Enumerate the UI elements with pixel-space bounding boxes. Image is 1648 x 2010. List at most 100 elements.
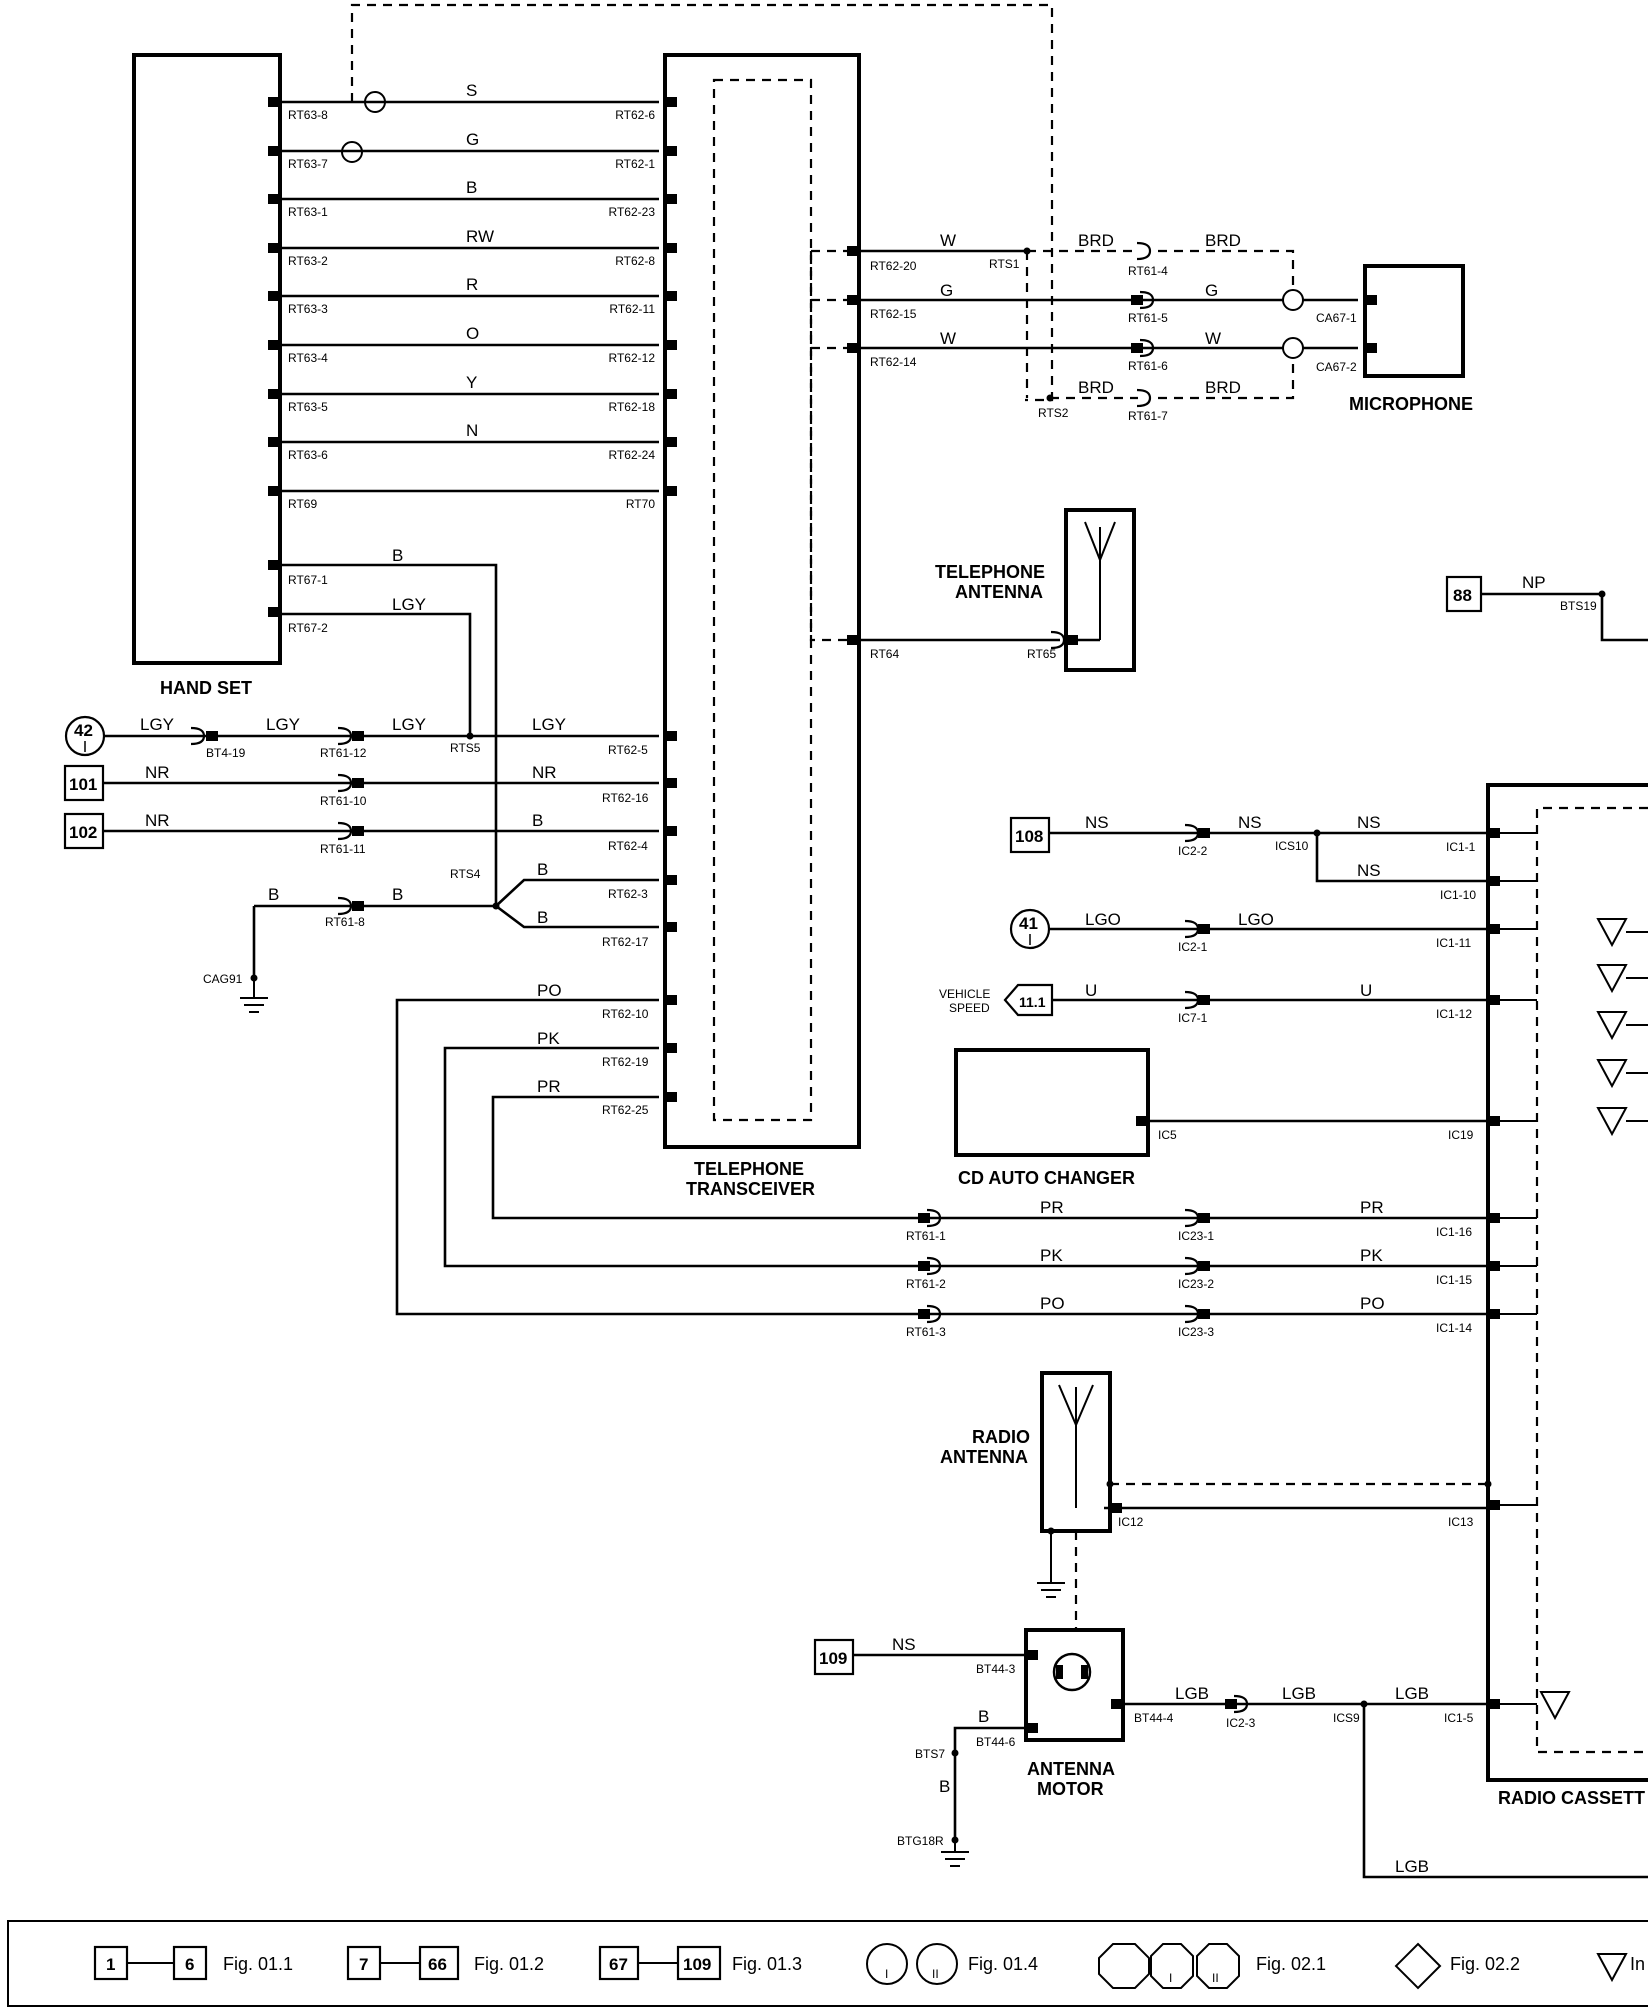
pin-bt44-6: BT44-6 [976, 1735, 1016, 1749]
pin-rt61-3: RT61-3 [906, 1325, 946, 1339]
radio-antenna-icon [1058, 1384, 1094, 1508]
pin-ic1-14: IC1-14 [1436, 1321, 1472, 1335]
transceiver-pin-label: RT62-1 [615, 157, 655, 171]
pin-ic1-10: IC1-10 [1440, 888, 1476, 902]
radio-cassette-inner-dash [1535, 806, 1648, 1754]
connector-pin [665, 486, 677, 496]
transceiver-box [663, 53, 861, 1149]
transceiver-pin-label: RT62-24 [609, 448, 656, 462]
wire-color-label: O [466, 324, 479, 343]
tel-antenna-icon [1084, 521, 1116, 640]
wire-label-lgb-4: LGB [1395, 1857, 1429, 1876]
wire-np [1481, 592, 1648, 642]
ref-41: 41 [1019, 914, 1038, 933]
wire-label-ns-3: NS [1357, 813, 1381, 832]
pin-ics10: ICS10 [1275, 839, 1309, 853]
microphone-label: MICROPHONE [1349, 394, 1473, 414]
legend-d-ii: II [932, 1967, 939, 1981]
pin-rt61-7: RT61-7 [1128, 409, 1168, 423]
connector-pin [268, 291, 280, 301]
wire-label-lgy-d: LGY [532, 715, 566, 734]
radio-internal-triangles [1539, 918, 1648, 1721]
pin-ic23-3: IC23-3 [1178, 1325, 1214, 1339]
radio-cassette-box [1486, 783, 1648, 1782]
transceiver-label-2: TRANSCEIVER [686, 1179, 815, 1199]
pin-ic12: IC12 [1118, 1515, 1144, 1529]
pin-ca67-2: CA67-2 [1316, 360, 1357, 374]
wire-label-pr-1: PR [537, 1077, 561, 1096]
legend-g-text: In [1630, 1954, 1645, 1974]
transceiver-pin-label: RT62-11 [609, 302, 655, 316]
transceiver-pin-label: RT62-6 [615, 108, 655, 122]
wire-label-lgy-b: LGY [266, 715, 300, 734]
pin-rt65: RT65 [1027, 647, 1056, 661]
pin-rt62-25: RT62-25 [602, 1103, 649, 1117]
pin-rt61-4: RT61-4 [1128, 264, 1168, 278]
pin-rts5: RTS5 [450, 741, 481, 755]
dash-brd-top [1027, 249, 1295, 290]
connector-pin [268, 340, 280, 350]
ref-109: 109 [819, 1649, 847, 1668]
ref-42: 42 [74, 721, 93, 740]
pin-rt64: RT64 [870, 647, 899, 661]
pin-ic5: IC5 [1158, 1128, 1177, 1142]
legend-e-i: I [1169, 1971, 1172, 1985]
antenna-motor-label-1: ANTENNA [1027, 1759, 1115, 1779]
ref-102-box[interactable] [63, 812, 105, 850]
wire-label-b-2: B [532, 811, 543, 830]
wire-color-label: S [466, 81, 477, 100]
wire-label-ns-5: NS [892, 1635, 916, 1654]
wire-label-b-3: B [268, 885, 279, 904]
pin-ic23-1: IC23-1 [1178, 1229, 1214, 1243]
legend-d-fig: Fig. 01.4 [968, 1954, 1038, 1974]
wire-label-pk-3: PK [1360, 1246, 1383, 1265]
wire-label-w-2: W [940, 329, 956, 348]
transceiver-pin-label: RT62-23 [609, 205, 656, 219]
ref-108: 108 [1015, 827, 1043, 846]
wire-label-pr-2: PR [1040, 1198, 1064, 1217]
wire-label-ns-2: NS [1238, 813, 1262, 832]
handset-pin-label: RT69 [288, 497, 317, 511]
wire-label-w-3: W [1205, 329, 1221, 348]
wire-label-u-2: U [1360, 981, 1372, 1000]
pin-ic1-15: IC1-15 [1436, 1273, 1472, 1287]
wire-label-lgy-1: LGY [392, 595, 426, 614]
pin-bt44-3: BT44-3 [976, 1662, 1016, 1676]
wire-rt67-2-lgy [280, 612, 472, 736]
connector-pin [268, 194, 280, 204]
legend-a-fig: Fig. 01.1 [223, 1954, 293, 1974]
connector-pin [665, 291, 677, 301]
radio-cassette-label: RADIO CASSETT [1498, 1788, 1645, 1808]
legend-frame [7, 1920, 1648, 2007]
vehicle-speed-label-2: SPEED [949, 1001, 990, 1015]
pin-rt62-15: RT62-15 [870, 307, 917, 321]
radio-antenna-label-2: ANTENNA [940, 1447, 1028, 1467]
wire-label-nr-b: NR [532, 763, 557, 782]
legend-c-fig: Fig. 01.3 [732, 1954, 802, 1974]
pin-rt62-5: RT62-5 [608, 743, 648, 757]
handset-pin-label: RT63-5 [288, 400, 328, 414]
legend-d-i: I [885, 1967, 888, 1981]
ref-108-box[interactable] [1009, 816, 1051, 854]
ref-109-box[interactable] [813, 1638, 855, 1676]
tel-antenna-label-2: ANTENNA [955, 582, 1043, 602]
connector-pin [665, 437, 677, 447]
ground-cag91 [240, 978, 268, 1013]
ref-88-box[interactable] [1445, 575, 1483, 613]
wire-label-pk-1: PK [537, 1029, 560, 1048]
pin-rt62-4: RT62-4 [608, 839, 648, 853]
wire-label-lgo-2: LGO [1238, 910, 1274, 929]
transceiver-label-1: TELEPHONE [694, 1159, 804, 1179]
antenna-motor-box [1024, 1628, 1125, 1742]
wire-label-b-5: B [537, 860, 548, 879]
legend: 1 6 Fig. 01.1 7 66 Fig. 01.2 67 109 Fig.… [93, 1942, 1645, 1990]
pin-ics9: ICS9 [1333, 1711, 1360, 1725]
handset-pin-label: RT63-2 [288, 254, 328, 268]
ref-11-1: 11.1 [1019, 994, 1046, 1010]
connector-pin [665, 194, 677, 204]
transceiver-pin-label: RT62-12 [609, 351, 656, 365]
handset-pin-label: RT63-1 [288, 205, 328, 219]
motor-icon [1052, 1652, 1092, 1692]
wire-label-pr-3: PR [1360, 1198, 1384, 1217]
